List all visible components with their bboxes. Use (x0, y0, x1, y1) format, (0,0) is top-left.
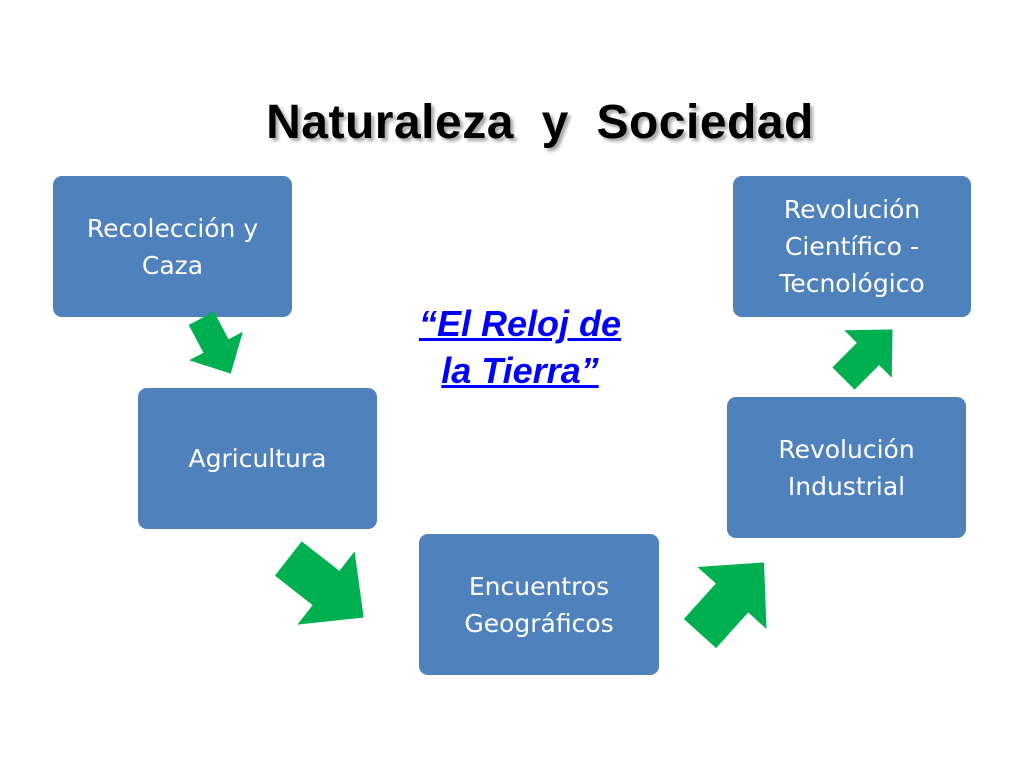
stage-label: Agricultura (188, 444, 327, 473)
stage-box-recoleccion: Recolección y Caza (53, 176, 292, 317)
arrow-right-icon (188, 311, 243, 374)
stage-label: Encuentros Geográficos (464, 571, 614, 638)
slide-title: Naturaleza y Sociedad (266, 96, 814, 149)
diagram-subtitle: “El Reloj de la Tierra” (418, 303, 622, 391)
stage-box-encuentros: Encuentros Geográficos (419, 534, 659, 675)
stage-box-revolucion-industrial: Revolución Industrial (727, 397, 966, 538)
arrow-right-icon (832, 329, 893, 390)
arrow-right-icon (683, 562, 767, 649)
stage-label: Revolución Industrial (778, 434, 915, 501)
stage-label: Recolección y Caza (86, 213, 259, 280)
stage-box-agricultura: Agricultura (138, 388, 377, 529)
arrow-right-icon (274, 541, 364, 625)
stage-box-revolucion-cientifica: Revolución Científico - Tecnológico (733, 176, 971, 317)
stage-label: Revolución Científico - Tecnológico (779, 195, 925, 298)
